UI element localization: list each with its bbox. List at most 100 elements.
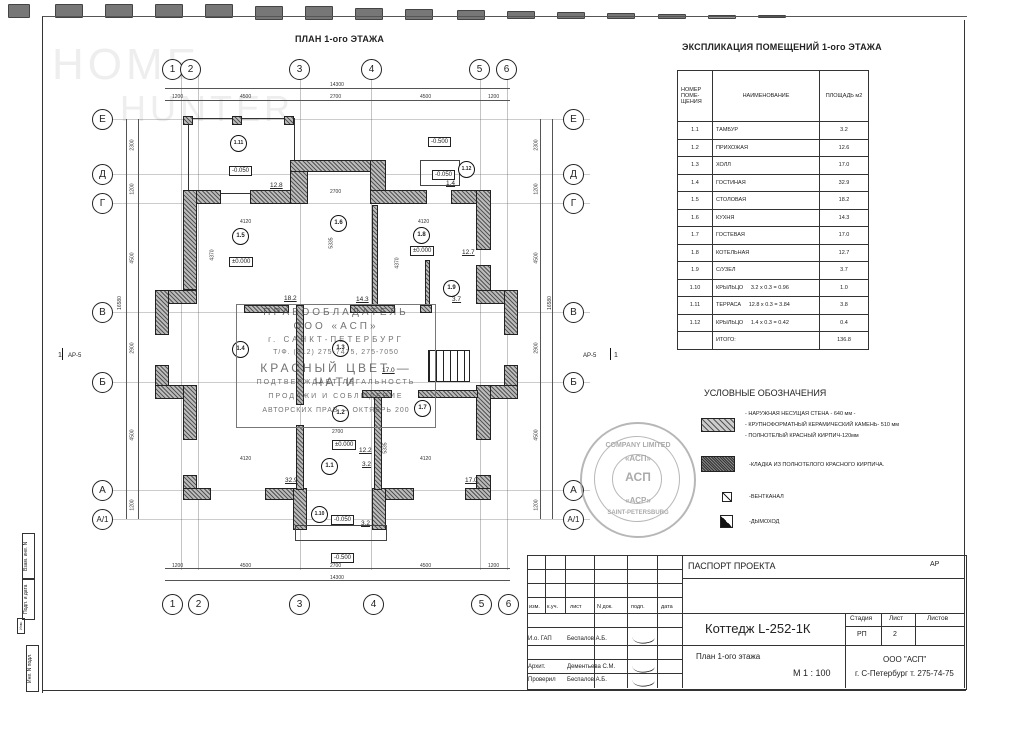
dim-left-total: 16580 [116,296,123,310]
cell-area: 12.7 [819,243,869,262]
legend-title: УСЛОВНЫЕ ОБОЗНАЧЕНИЯ [704,388,827,398]
dim-right-1: 2300 [533,139,540,151]
copyright-line-6: ПОДТВЕРЖДАЕТ ЛЕГАЛЬНОСТЬ [256,379,416,386]
dim-left-4: 2900 [129,342,136,354]
dim-top-1: 1200 [172,94,184,100]
legend-item-3: -ВЕНТКАНАЛ [749,494,784,500]
dim-inner-2: 4120 [418,219,430,225]
axis-label-G-right: Г [563,193,584,214]
rev-header-sign: подп. [631,604,645,610]
axis-label-B-right: Б [563,372,584,393]
sheet-value: 2 [893,631,897,638]
drawing-scale: М 1 : 100 [793,668,831,678]
cell-area: 3.8 [819,296,869,315]
sheets-label: Листов [927,615,949,622]
cell-area: 3.7 [819,261,869,280]
cell-area: 14.3 [819,208,869,227]
dim-inner-5: 4370 [209,249,216,261]
explication-table: НОМЕР ПОМЕ-ЩЕНИЯ НАИМЕНОВАНИЕ ПЛОЩАДЬ м2… [677,70,869,350]
explication-title: ЭКСПЛИКАЦИЯ ПОМЕЩЕНИЙ 1-ого ЭТАЖА [682,42,882,52]
cell-area: 17.0 [819,226,869,245]
level-room-18: ±0.000 [410,246,435,256]
legend-item-1-line-1: - НАРУЖНАЯ НЕСУЩАЯ СТЕНА - 640 мм - [745,411,856,417]
cell-area: 32.9 [819,173,869,192]
legend-item-1-line-2: - КРУПНОФОРМАТНЫЙ КЕРАМИЧЕСКИЙ КАМЕНЬ- 5… [745,422,900,428]
side-cell-orig-inv: Инв. N подл. [26,645,39,692]
section-right-label: АР-5 [583,353,597,359]
room-tag-1-12: 1.12 [458,161,475,178]
dim-bottom-1: 1200 [172,563,184,569]
cell-name: ХОЛЛ [712,156,820,175]
plan-title: ПЛАН 1-ого ЭТАЖА [295,34,385,44]
dim-inner-1: 4120 [240,219,252,225]
cell-area: 1.0 [819,278,869,297]
axis-label-4-top: 4 [361,59,382,80]
project-code: АР [930,561,940,568]
level-terrace: -0.050 [229,166,253,176]
axis-label-G-left: Г [92,193,113,214]
copyright-watermark-box: ПРАВООБЛАДАТЕЛЬ ООО «АСП» г. САНКТ-ПЕТЕР… [236,304,436,428]
cell-name: ИТОГО: [712,331,820,350]
rev-header-count: к.уч. [547,604,559,610]
area-1-2: 12.2 [359,447,372,454]
cell-name: ТАМБУР [712,121,820,140]
legend-item-2: -КЛАДКА ИЗ ПОЛНОТЕЛОГО КРАСНОГО КИРПИЧА. [749,462,885,468]
copyright-line-5: КРАСНЫЙ ЦВЕТ — ЧАТИ [260,361,412,389]
section-right-num: 1 [614,352,618,359]
room-tag-1-3: 1.3 [332,340,349,357]
cell-name: ТЕРРАСА 12.8 x 0.3 = 3.84 [712,296,820,315]
cell-area: 3.2 [819,121,869,140]
level-ground: -0.500 [331,553,355,563]
room-tag-1-2: 1.2 [332,405,349,422]
company-seal-stamp: COMPANY LIMITED «АСП» АСП «АСР» SAINT-PE… [580,422,696,538]
rev-header-change: изм. [529,604,540,610]
legend-item-1-line-3: - ПОЛНОТЕЛЫЙ КРАСНЫЙ КИРПИЧ-120мм [745,433,859,439]
role-gap: И.о. ГАП [528,636,552,642]
cell-area: 12.6 [819,138,869,157]
axis-label-D-right: Д [563,164,584,185]
seal-text-center: АСП [625,470,651,484]
dim-inner-4: 5335 [328,237,335,249]
axis-label-1-bottom: 1 [162,594,183,615]
name-checker: Беспалов А.Б. [567,677,607,683]
area-1-12: 1.4 [446,180,456,187]
dim-top-total: 14300 [330,82,344,88]
table-total-row: ИТОГО:136.8 [677,331,869,350]
dim-inner-3: 2700 [330,189,342,195]
sheet-label: Лист [889,615,904,622]
legend-swatch-exterior-wall [701,418,735,432]
area-1-11: 12.8 [270,182,283,189]
project-passport-label: ПАСПОРТ ПРОЕКТА [688,561,776,571]
dim-right-6: 1200 [533,499,540,511]
cell-number: 1.3 [677,156,713,175]
legend-swatch-brick [701,456,735,472]
axis-label-V-right: В [563,302,584,323]
dim-inner-7: 2700 [332,429,344,435]
dim-bottom-3: 2700 [330,563,342,569]
axis-label-V-left: В [92,302,113,323]
dim-bottom-total: 14300 [330,575,344,581]
dim-right-2: 1200 [533,183,540,195]
copyright-line-8: АВТОРСКИХ ПРАВ — ОКТЯБРЬ 200 [262,407,410,414]
header-area: ПЛОЩАДЬ м2 [819,70,869,122]
seal-text-city: SAINT-PETERSBURG [607,510,669,516]
cell-number: 1.6 [677,208,713,227]
dim-top-5: 1200 [488,94,500,100]
drawing-frame [42,16,967,693]
name-architect: Дементьева С.М. [567,664,616,670]
dim-right-3: 4500 [533,252,540,264]
dim-left-2: 1200 [129,183,136,195]
area-1-7: 17.0 [465,477,478,484]
copyright-line-4: Т/Ф. (812) 275-7475, 275-7050 [273,349,399,356]
company-name: ООО "АСП" [883,655,927,664]
vent-channel-icon [722,492,732,502]
section-left-label: АР-5 [68,353,82,359]
header-room-number: НОМЕР ПОМЕ-ЩЕНИЯ [677,70,713,122]
cell-name: СТОЛОВАЯ [712,191,820,210]
role-architect: Архит. [528,664,546,670]
copyright-line-3: г. САНКТ-ПЕТЕРБУРГ [268,335,404,344]
level-hall: ±0.000 [332,440,357,450]
